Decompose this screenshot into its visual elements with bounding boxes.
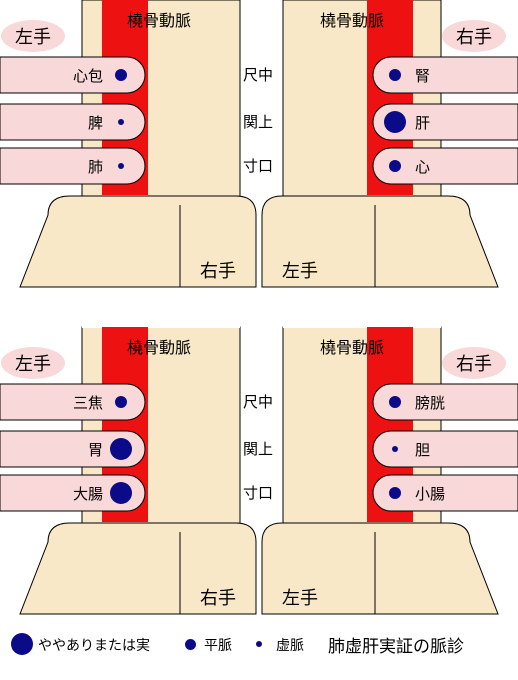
left-thumb-hand: [19, 195, 257, 288]
pulse-dot-normal: [115, 69, 127, 81]
right-finger: [372, 383, 518, 421]
right-finger: [372, 147, 518, 185]
artery-label-right: 橈骨動脈: [320, 338, 384, 357]
pulse-dot-normal: [389, 396, 401, 408]
weak-pulse-dot: [256, 641, 262, 647]
panel-1: 橈骨動脈橈骨動脈左手右手尺中関上寸口心包脾肺腎肝心右手左手: [0, 0, 518, 288]
pulse-dot-normal: [389, 69, 401, 81]
normal-pulse-dot: [185, 639, 196, 650]
pulse-dot-strong: [110, 438, 132, 460]
position-label: 寸口: [243, 157, 273, 175]
pulse-dot-normal: [389, 160, 401, 172]
hand-right-label: 右手: [456, 354, 492, 375]
position-label: 尺中: [243, 393, 273, 411]
pulse-diagram: 橈骨動脈橈骨動脈左手右手尺中関上寸口心包脾肺腎肝心右手左手橈骨動脈橈骨動脈左手右…: [0, 0, 518, 615]
pulse-dot-strong: [110, 482, 132, 504]
panel-2: 橈骨動脈橈骨動脈左手右手尺中関上寸口三焦胃大腸膀胱胆小腸右手左手: [0, 326, 518, 615]
left-finger: [0, 383, 146, 421]
hand-right-label: 右手: [456, 27, 492, 48]
right-finger-label: 胆: [415, 441, 430, 459]
right-finger-label: 膀胱: [415, 394, 445, 412]
legend-weak-label: 虚脈: [276, 638, 304, 654]
position-label: 尺中: [243, 66, 273, 84]
left-finger: [0, 430, 146, 468]
legend: ややありまたは実 平脈 虚脈 肺虚肝実証の脈診: [0, 630, 518, 660]
hand-left-label: 左手: [15, 354, 51, 375]
left-finger-label: 脾: [88, 114, 103, 132]
thumb-left-label: 右手: [200, 588, 236, 609]
position-label: 関上: [243, 113, 273, 131]
legend-title: 肺虚肝実証の脈診: [328, 637, 464, 657]
thumb-right-label: 左手: [282, 261, 318, 282]
hand-left-badge: [1, 20, 65, 52]
hand-left-label: 左手: [15, 27, 51, 48]
artery-label-left: 橈骨動脈: [127, 11, 191, 30]
legend-strong-label: ややありまたは実: [38, 638, 150, 654]
pulse-dot-normal: [389, 487, 401, 499]
artery-label-right: 橈骨動脈: [320, 11, 384, 30]
left-finger-label: 胃: [88, 441, 103, 459]
pulse-dot-weak: [118, 119, 124, 125]
right-finger-label: 心: [415, 158, 430, 176]
right-finger: [372, 56, 518, 94]
thumb-right-label: 左手: [282, 588, 318, 609]
left-finger: [0, 147, 146, 185]
pulse-dot-weak: [392, 446, 398, 452]
pulse-dot-weak: [118, 163, 124, 169]
right-finger-label: 小腸: [415, 485, 445, 503]
right-finger: [372, 430, 518, 468]
left-finger: [0, 103, 146, 141]
left-finger-label: 心包: [73, 67, 103, 85]
right-thumb-hand: [261, 195, 499, 288]
left-finger-label: 肺: [88, 158, 103, 176]
right-finger: [372, 103, 518, 141]
hand-right-badge: [442, 20, 506, 52]
left-finger-label: 三焦: [73, 394, 103, 412]
artery-label-left: 橈骨動脈: [127, 338, 191, 357]
left-thumb-hand: [19, 522, 257, 615]
thumb-left-label: 右手: [200, 261, 236, 282]
hand-right-badge: [442, 347, 506, 379]
right-finger: [372, 474, 518, 512]
position-label: 寸口: [243, 484, 273, 502]
right-finger-label: 肝: [415, 114, 430, 132]
right-finger-label: 腎: [415, 67, 430, 85]
right-thumb-hand: [261, 522, 499, 615]
left-finger: [0, 474, 146, 512]
position-label: 関上: [243, 440, 273, 458]
hand-left-badge: [1, 347, 65, 379]
left-finger-label: 大腸: [73, 485, 103, 503]
pulse-dot-normal: [115, 396, 127, 408]
strong-pulse-dot: [11, 633, 33, 655]
pulse-dot-strong: [384, 111, 406, 133]
legend-normal-label: 平脈: [204, 638, 232, 654]
left-finger: [0, 56, 146, 94]
